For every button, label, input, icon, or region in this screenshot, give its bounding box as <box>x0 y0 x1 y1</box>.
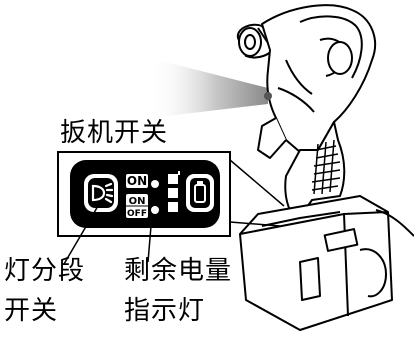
battery-indicator-label-line2: 指示灯 <box>124 296 206 326</box>
light-mode-switch-label-line1: 灯分段 <box>4 256 86 286</box>
light-mode-switch-label-line2: 开关 <box>4 296 59 326</box>
on-label-mid: ON <box>129 196 146 207</box>
battery-level-bars <box>168 171 180 212</box>
led-light <box>264 92 272 100</box>
battery-icon <box>194 181 206 203</box>
pointer-lines <box>63 205 153 265</box>
trigger-switch-label: 扳机开关 <box>60 118 169 148</box>
on-label-top: ON <box>127 174 147 188</box>
battery-indicator-label-line1: 剩余电量 <box>124 256 233 286</box>
battery-check-button[interactable] <box>186 174 214 212</box>
on-label-top-box <box>126 174 148 188</box>
indicator-dot-top <box>151 180 159 188</box>
light-beam <box>150 58 268 118</box>
light-mode-button[interactable] <box>84 174 118 212</box>
light-bulb-icon <box>91 182 114 204</box>
indicator-dot-bottom <box>151 206 159 214</box>
callout-lines <box>229 159 285 227</box>
impact-driver <box>236 4 414 331</box>
off-label: OFF <box>127 209 147 219</box>
